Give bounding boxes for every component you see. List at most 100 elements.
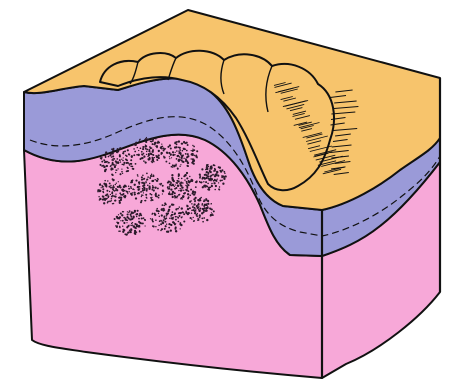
stipple-dot: [115, 160, 117, 162]
stipple-dot: [179, 212, 180, 213]
stipple-dot: [126, 170, 128, 172]
stipple-dot: [166, 231, 168, 233]
stipple-dot: [125, 154, 127, 156]
stipple-dot: [193, 203, 195, 205]
stipple-dot: [189, 176, 190, 177]
stipple-dot: [122, 211, 124, 213]
stipple-dot: [213, 164, 215, 166]
stipple-dot: [201, 168, 203, 170]
stipple-dot: [127, 213, 129, 215]
stipple-dot: [133, 192, 135, 194]
stipple-dot: [174, 146, 176, 148]
stipple-dot: [113, 164, 115, 166]
stipple-dot: [194, 191, 196, 193]
stipple-dot: [116, 189, 118, 191]
stipple-dot: [142, 175, 144, 177]
stipple-dot: [168, 152, 170, 154]
stipple-dot: [152, 185, 153, 186]
stipple-dot: [119, 159, 121, 161]
stipple-dot: [120, 231, 121, 232]
stipple-dot: [130, 214, 132, 216]
stipple-dot: [195, 181, 197, 183]
stipple-dot: [130, 193, 132, 195]
stipple-dot: [151, 173, 153, 175]
stipple-dot: [114, 218, 116, 220]
stipple-dot: [187, 208, 189, 210]
stipple-dot: [158, 150, 160, 152]
stipple-dot: [174, 213, 176, 215]
stipple-dot: [175, 230, 177, 232]
stipple-dot: [119, 202, 121, 204]
stipple-dot: [163, 215, 165, 217]
stipple-dot: [186, 189, 188, 191]
stipple-dot: [161, 209, 163, 211]
stipple-dot: [151, 198, 152, 199]
stipple-dot: [155, 226, 156, 227]
stipple-dot: [177, 217, 179, 219]
stipple-dot: [192, 145, 193, 146]
stipple-dot: [126, 226, 128, 228]
stipple-dot: [148, 186, 150, 188]
stipple-dot: [177, 185, 179, 187]
stipple-dot: [140, 201, 142, 203]
stipple-dot: [163, 219, 165, 221]
stipple-dot: [133, 155, 134, 156]
stipple-dot: [142, 146, 144, 148]
stipple-dot: [171, 193, 173, 195]
stipple-dot: [187, 184, 189, 186]
stipple-dot: [145, 200, 147, 202]
stipple-dot: [120, 212, 122, 214]
stipple-dot: [118, 181, 119, 182]
stipple-dot: [98, 196, 99, 197]
stipple-dot: [133, 216, 135, 218]
stipple-dot: [102, 186, 104, 188]
stipple-dot: [174, 143, 176, 145]
stipple-dot: [128, 225, 129, 226]
stipple-dot: [117, 168, 118, 169]
stipple-dot: [224, 173, 226, 175]
stipple-dot: [204, 199, 206, 201]
stipple-dot: [130, 159, 132, 161]
stipple-dot: [186, 150, 188, 152]
stipple-dot: [106, 194, 108, 196]
stipple-dot: [192, 158, 194, 160]
stipple-dot: [181, 212, 183, 214]
stipple-dot: [210, 166, 212, 168]
stipple-dot: [99, 199, 100, 200]
stipple-dot: [196, 215, 198, 217]
stipple-dot: [161, 144, 162, 145]
stipple-dot: [136, 154, 138, 156]
stipple-dot: [151, 197, 152, 198]
stipple-dot: [207, 183, 209, 185]
stipple-dot: [140, 191, 142, 193]
stipple-dot: [149, 183, 150, 184]
stipple-dot: [158, 179, 159, 180]
stipple-dot: [179, 194, 180, 195]
stipple-dot: [193, 220, 195, 222]
stipple-dot: [179, 183, 180, 184]
stipple-dot: [117, 148, 119, 150]
stipple-dot: [209, 186, 211, 188]
stipple-dot: [175, 184, 176, 185]
stipple-dot: [185, 159, 187, 161]
stipple-dot: [174, 192, 176, 194]
stipple-dot: [111, 156, 112, 157]
stipple-dot: [192, 206, 194, 208]
stipple-dot: [146, 197, 148, 199]
stipple-dot: [170, 224, 172, 226]
stipple-dot: [194, 200, 196, 202]
stipple-dot: [206, 167, 207, 168]
stipple-dot: [107, 161, 108, 162]
stipple-dot: [177, 155, 179, 157]
stipple-dot: [183, 220, 185, 222]
stipple-dot: [152, 143, 154, 145]
stipple-dot: [120, 220, 121, 221]
stipple-dot: [110, 185, 111, 186]
stipple-dot: [155, 193, 157, 195]
stipple-dot: [146, 179, 147, 180]
stipple-dot: [171, 166, 173, 168]
stipple-dot: [115, 169, 116, 170]
stipple-dot: [113, 148, 115, 150]
stipple-dot: [190, 179, 192, 181]
stipple-dot: [166, 213, 168, 215]
